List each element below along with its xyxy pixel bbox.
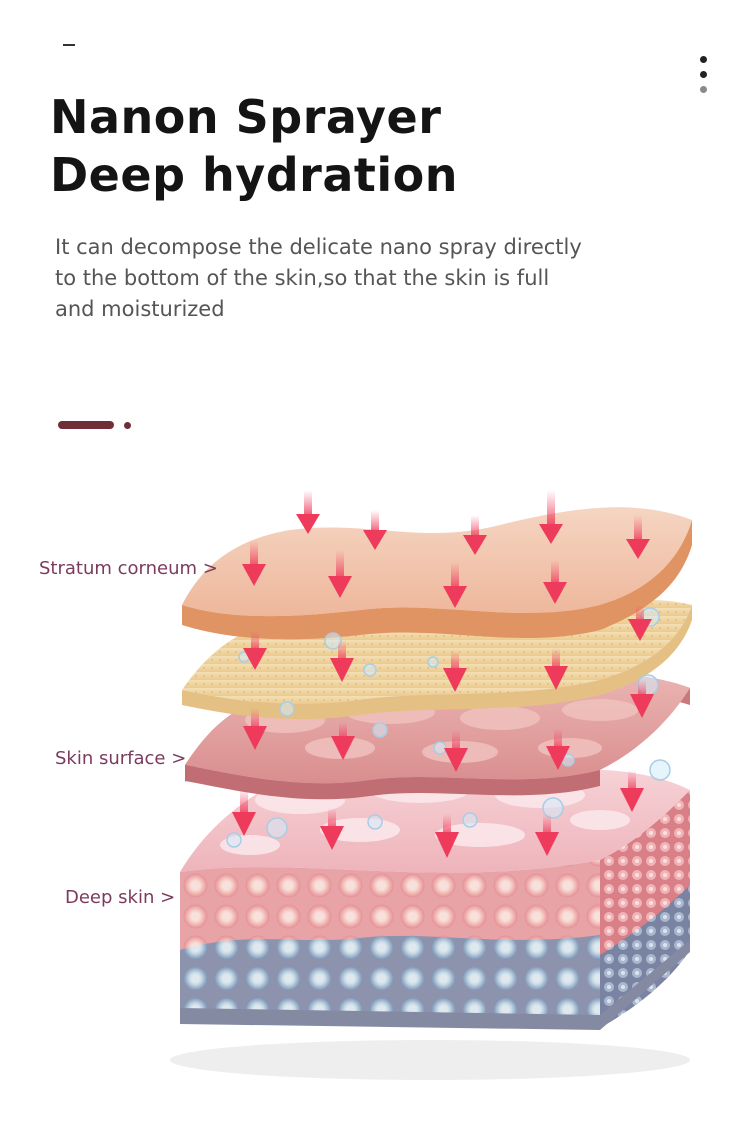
water-droplet-icon: [226, 832, 242, 848]
skin-layers-illustration: [170, 490, 692, 1080]
decorative-bar: [58, 421, 114, 429]
down-arrow-icon: [626, 515, 650, 559]
water-droplet-icon: [279, 701, 295, 717]
down-arrow-icon: [620, 770, 644, 812]
down-arrow-icon: [535, 814, 559, 856]
stratum-corneum-layer: [182, 507, 692, 640]
water-droplet-icon: [542, 797, 564, 819]
down-arrow-icon: [463, 515, 487, 555]
arrow-group: [232, 490, 654, 858]
deep-side-blue: [600, 885, 690, 1028]
water-droplet-icon: [462, 812, 478, 828]
down-arrow-icon: [630, 680, 654, 718]
deep-skin-block: [180, 768, 690, 1030]
down-arrow-icon: [328, 550, 352, 598]
water-droplet-icon: [363, 663, 377, 677]
water-droplet-icon: [266, 817, 288, 839]
more-menu-icon[interactable]: [696, 54, 710, 98]
down-arrow-icon: [363, 510, 387, 550]
decorative-dot: [124, 422, 131, 429]
down-arrow-icon: [628, 605, 652, 641]
title-line-1: Nanon Sprayer: [50, 90, 442, 144]
down-arrow-icon: [242, 540, 266, 586]
down-arrow-icon: [443, 562, 467, 608]
down-arrow-icon: [232, 788, 256, 836]
description-text: It can decompose the delicate nano spray…: [55, 235, 582, 321]
down-arrow-icon: [544, 648, 568, 690]
down-arrow-icon: [444, 730, 468, 772]
deep-bottom-edge: [180, 940, 690, 1030]
menu-dot: [700, 56, 707, 63]
down-arrow-icon: [243, 630, 267, 670]
water-droplet-icon: [367, 814, 383, 830]
water-droplet-icon: [649, 759, 671, 781]
water-droplet-icon: [427, 656, 439, 668]
title-line-2: Deep hydration: [50, 148, 459, 202]
down-arrow-icon: [243, 708, 267, 750]
top-dash-mark: [63, 44, 75, 46]
down-arrow-icon: [320, 808, 344, 850]
block-shadow: [170, 1040, 690, 1080]
down-arrow-icon: [539, 490, 563, 544]
water-droplet-icon: [372, 722, 388, 738]
water-droplet-icons: [226, 607, 671, 848]
menu-dot: [700, 86, 707, 93]
down-arrow-icon: [546, 728, 570, 770]
label-skin-surface: Skin surface >: [55, 748, 187, 769]
down-arrow-icon: [543, 560, 567, 604]
down-arrow-icon: [330, 640, 354, 682]
down-arrow-icon: [296, 490, 320, 534]
page-title: Nanon Sprayer Deep hydration: [50, 88, 458, 204]
menu-dot: [700, 71, 707, 78]
down-arrow-icon: [443, 650, 467, 692]
label-deep-skin: Deep skin >: [65, 887, 176, 908]
down-arrow-icon: [331, 722, 355, 760]
down-arrow-icon: [435, 814, 459, 858]
label-stratum-corneum: Stratum corneum >: [39, 558, 218, 579]
